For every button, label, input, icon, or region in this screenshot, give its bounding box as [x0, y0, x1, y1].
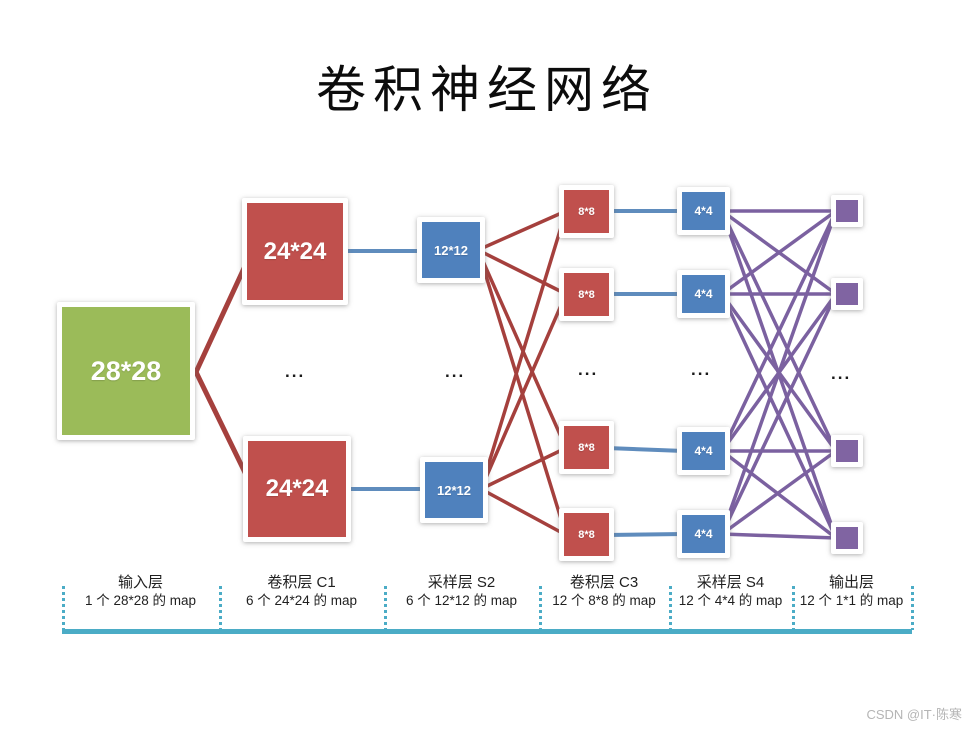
output-map-node-1: [831, 195, 863, 227]
c3-map-node-3: 8*8: [559, 421, 614, 474]
ellipsis-c3: ...: [578, 360, 599, 379]
output-map-node-4: [831, 522, 863, 554]
pool2-to-output-lines: [720, 209, 838, 540]
legend-title: 采样层 S4: [696, 574, 765, 591]
bracket-divider-7: [911, 586, 914, 630]
legend-subtitle: 12 个 4*4 的 map: [678, 593, 783, 608]
output-map-node-3: [831, 435, 863, 467]
legend-title: 卷积层 C1: [267, 574, 336, 591]
c3-map-node-2: 8*8: [559, 268, 614, 321]
ellipsis-c1: ...: [285, 362, 306, 381]
legend-title: 输入层: [117, 574, 163, 591]
ellipsis-s2: ...: [445, 362, 466, 381]
output-map-node-2: [831, 278, 863, 310]
s4-map-node-4: 4*4: [677, 510, 730, 558]
bracket-divider-6: [792, 586, 795, 630]
c1-map-node-2: 24*24: [243, 436, 351, 542]
csdn-watermark: CSDN @IT·陈寒: [866, 707, 962, 722]
bracket-divider-4: [539, 586, 542, 630]
bracket-divider-2: [219, 586, 222, 630]
ellipsis-s4: ...: [691, 360, 712, 379]
bracket-divider-1: [62, 586, 65, 630]
s2-map-node-2: 12*12: [420, 457, 488, 523]
legend-conv-layer-c3: 卷积层 C3 12 个 8*8 的 map: [539, 573, 669, 610]
legend-subtitle: 12 个 1*1 的 map: [799, 593, 904, 608]
ellipsis-output: ...: [831, 364, 852, 383]
legend-subtitle: 12 个 8*8 的 map: [552, 593, 656, 608]
legend-output-layer: 输出层 12 个 1*1 的 map: [792, 573, 911, 610]
pool1-to-conv2-lines: [476, 209, 568, 537]
input-map-node: 28*28: [57, 302, 195, 440]
s4-map-node-1: 4*4: [677, 187, 730, 235]
legend-subtitle: 6 个 12*12 的 map: [405, 593, 518, 608]
legend-conv-layer-c1: 卷积层 C1 6 个 24*24 的 map: [219, 573, 384, 610]
legend-input-layer: 输入层 1 个 28*28 的 map: [62, 573, 219, 610]
bracket-divider-5: [669, 586, 672, 630]
page-title: 卷积神经网络: [316, 61, 658, 119]
s4-map-node-2: 4*4: [677, 270, 730, 318]
c3-map-node-1: 8*8: [559, 185, 614, 238]
legend-subtitle: 6 个 24*24 的 map: [245, 593, 358, 608]
c3-map-node-4: 8*8: [559, 508, 614, 561]
conv1-to-pool1-lines: [342, 249, 429, 491]
s4-map-node-3: 4*4: [677, 427, 730, 475]
c1-map-node-1: 24*24: [242, 198, 348, 305]
conv2-to-pool2-lines: [605, 209, 686, 537]
legend-subtitle: 1 个 28*28 的 map: [84, 593, 197, 608]
legend-title: 输出层: [828, 574, 874, 591]
legend-pool-layer-s2: 采样层 S2 6 个 12*12 的 map: [384, 573, 539, 610]
legend-pool-layer-s4: 采样层 S4 12 个 4*4 的 map: [669, 573, 792, 610]
legend-title: 卷积层 C3: [569, 574, 639, 591]
s2-map-node-1: 12*12: [417, 217, 485, 283]
bracket-divider-3: [384, 586, 387, 630]
bracket-bar: [62, 629, 912, 634]
legend-title: 采样层 S2: [427, 574, 496, 591]
